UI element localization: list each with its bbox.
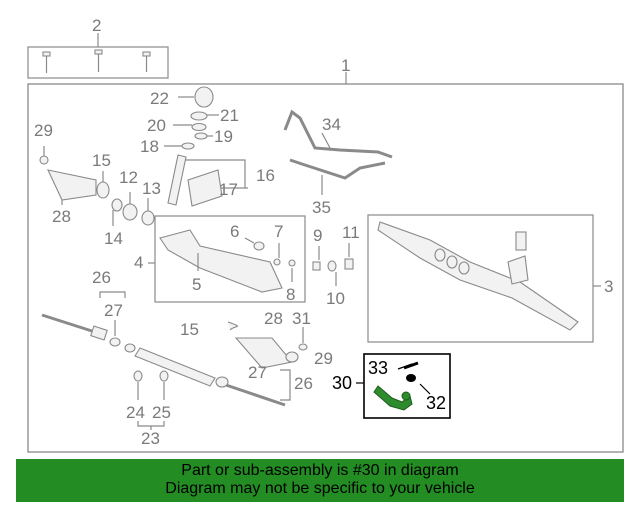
- callout-25: 25: [152, 403, 171, 422]
- callout-18: 18: [140, 137, 159, 156]
- callout-21: 21: [220, 106, 239, 125]
- bolt-icon: [94, 49, 103, 72]
- banner-line-2: Diagram may not be specific to your vehi…: [165, 480, 475, 497]
- callout-labels: 2 1 22 21 20 19 18 16 17 29 15 12 13 28 …: [34, 16, 613, 448]
- callout-2: 2: [92, 16, 101, 35]
- bolt-set-group: [27, 33, 169, 79]
- callout-17: 17: [219, 180, 238, 199]
- highlighted-tie-rod-end: [356, 353, 451, 419]
- callout-15: 15: [92, 151, 111, 170]
- callout-26: 26: [92, 268, 111, 287]
- banner-line-1: Part or sub-assembly is #30 in diagram: [181, 462, 459, 479]
- callout-29: 29: [314, 349, 333, 368]
- callout-4: 4: [134, 253, 143, 272]
- callout-6: 6: [230, 222, 239, 241]
- info-banner: Part or sub-assembly is #30 in diagram D…: [16, 459, 624, 502]
- callout-34: 34: [322, 115, 341, 134]
- callout-19: 19: [214, 127, 233, 146]
- parts-diagram: 2 1 22 21 20 19 18 16 17 29 15 12 13 28 …: [27, 16, 624, 453]
- callout-28: 28: [52, 207, 71, 226]
- callout-8: 8: [286, 285, 295, 304]
- callout-31: 31: [292, 309, 311, 328]
- small-parts-group: [312, 243, 354, 286]
- callout-24: 24: [126, 403, 145, 422]
- main-assembly-frame: [27, 83, 624, 453]
- callout-13: 13: [142, 179, 161, 198]
- callout-30: 30: [332, 373, 352, 393]
- housing-group: [148, 215, 306, 303]
- callout-10: 10: [326, 289, 345, 308]
- callout-1: 1: [341, 56, 350, 75]
- lower-tie-rod-group: [41, 291, 308, 430]
- callout-27: 27: [248, 363, 267, 382]
- bolt-icon: [142, 51, 151, 72]
- highlighted-callouts: 33 30 32: [332, 358, 446, 413]
- callout-20: 20: [147, 116, 166, 135]
- callout-9: 9: [313, 226, 322, 245]
- left-boot-group: [39, 146, 155, 226]
- callout-35: 35: [312, 198, 331, 217]
- rack-assembly-group: [367, 214, 601, 343]
- callout-11: 11: [342, 223, 360, 242]
- tie-rod-end-part: [373, 385, 413, 411]
- callout-12: 12: [119, 168, 138, 187]
- callout-14: 14: [104, 229, 123, 248]
- callout-5: 5: [192, 275, 201, 294]
- callout-22: 22: [150, 89, 169, 108]
- callout-23: 23: [141, 429, 160, 448]
- nut-icon: [406, 374, 416, 382]
- bolt-icon: [42, 51, 51, 73]
- callout-29: 29: [34, 121, 53, 140]
- callout-26: 26: [294, 374, 313, 393]
- callout-3: 3: [604, 277, 613, 296]
- callout-27: 27: [104, 301, 123, 320]
- callout-15: 15: [180, 320, 199, 339]
- callout-28: 28: [264, 309, 283, 328]
- pressure-lines: [283, 109, 393, 195]
- valve-stack: [164, 86, 248, 207]
- callout-33: 33: [368, 358, 388, 378]
- callout-16: 16: [256, 166, 275, 185]
- callout-7: 7: [274, 222, 283, 241]
- callout-32: 32: [426, 393, 446, 413]
